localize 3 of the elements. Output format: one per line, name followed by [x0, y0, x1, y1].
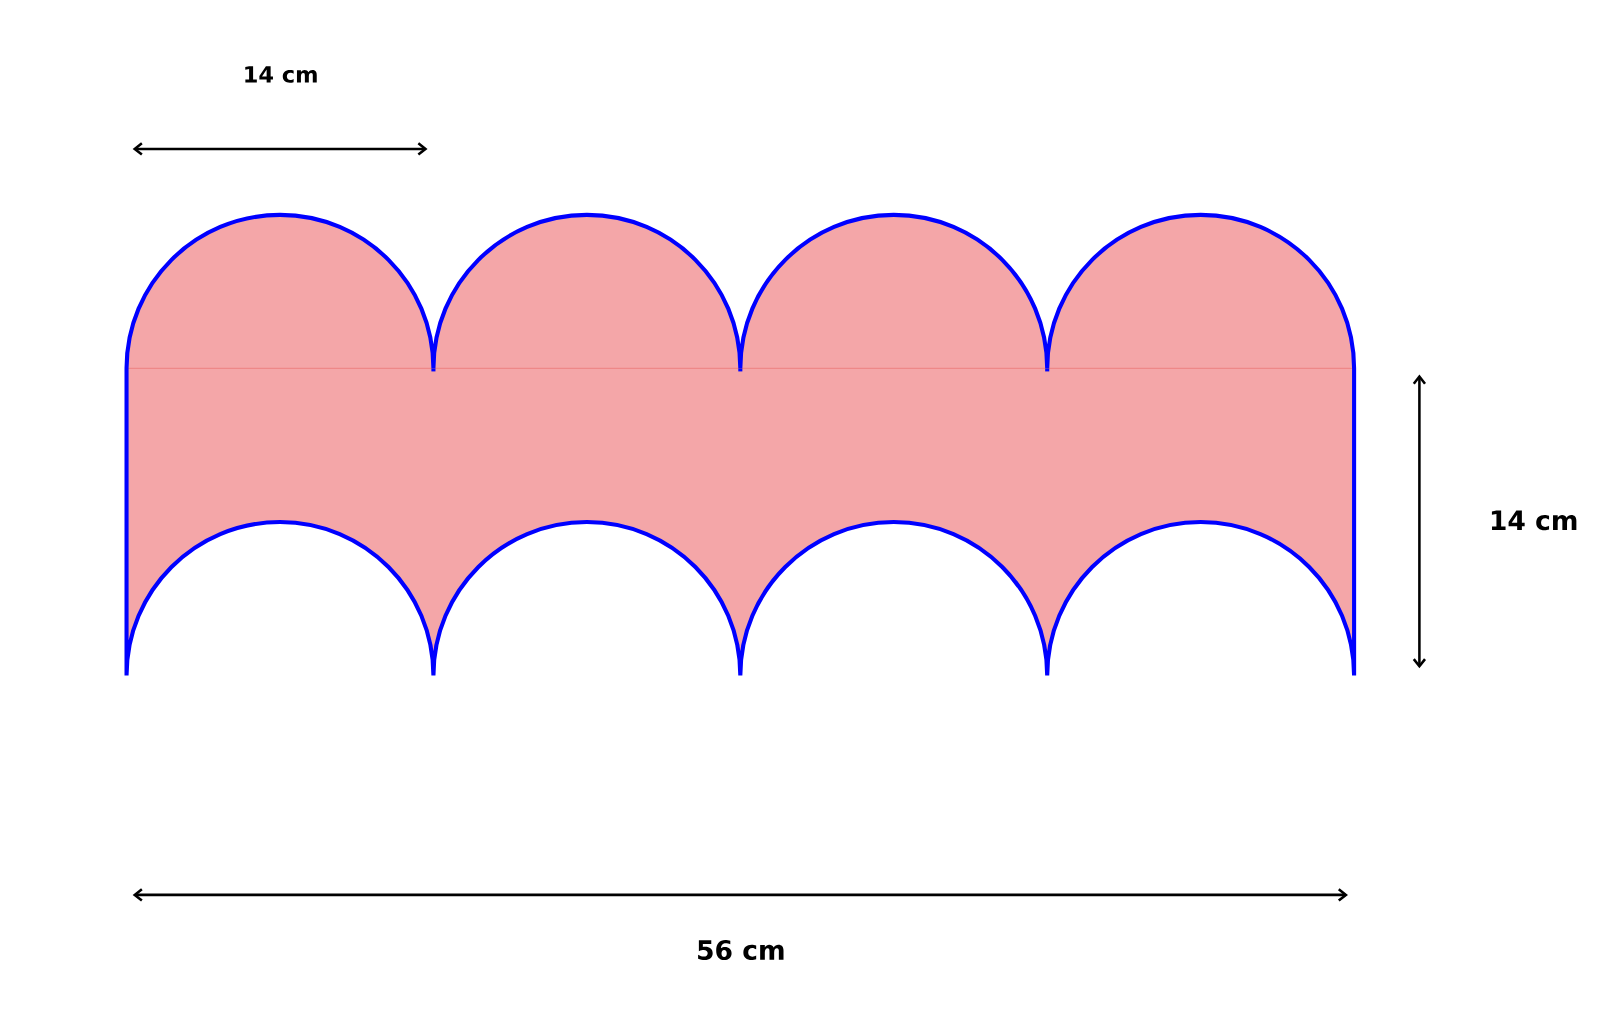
dimension-label: 14 cm — [1491, 510, 1577, 531]
dimension-label: 14 cm — [245, 65, 317, 83]
dimension-label: 56 cm — [698, 939, 784, 960]
